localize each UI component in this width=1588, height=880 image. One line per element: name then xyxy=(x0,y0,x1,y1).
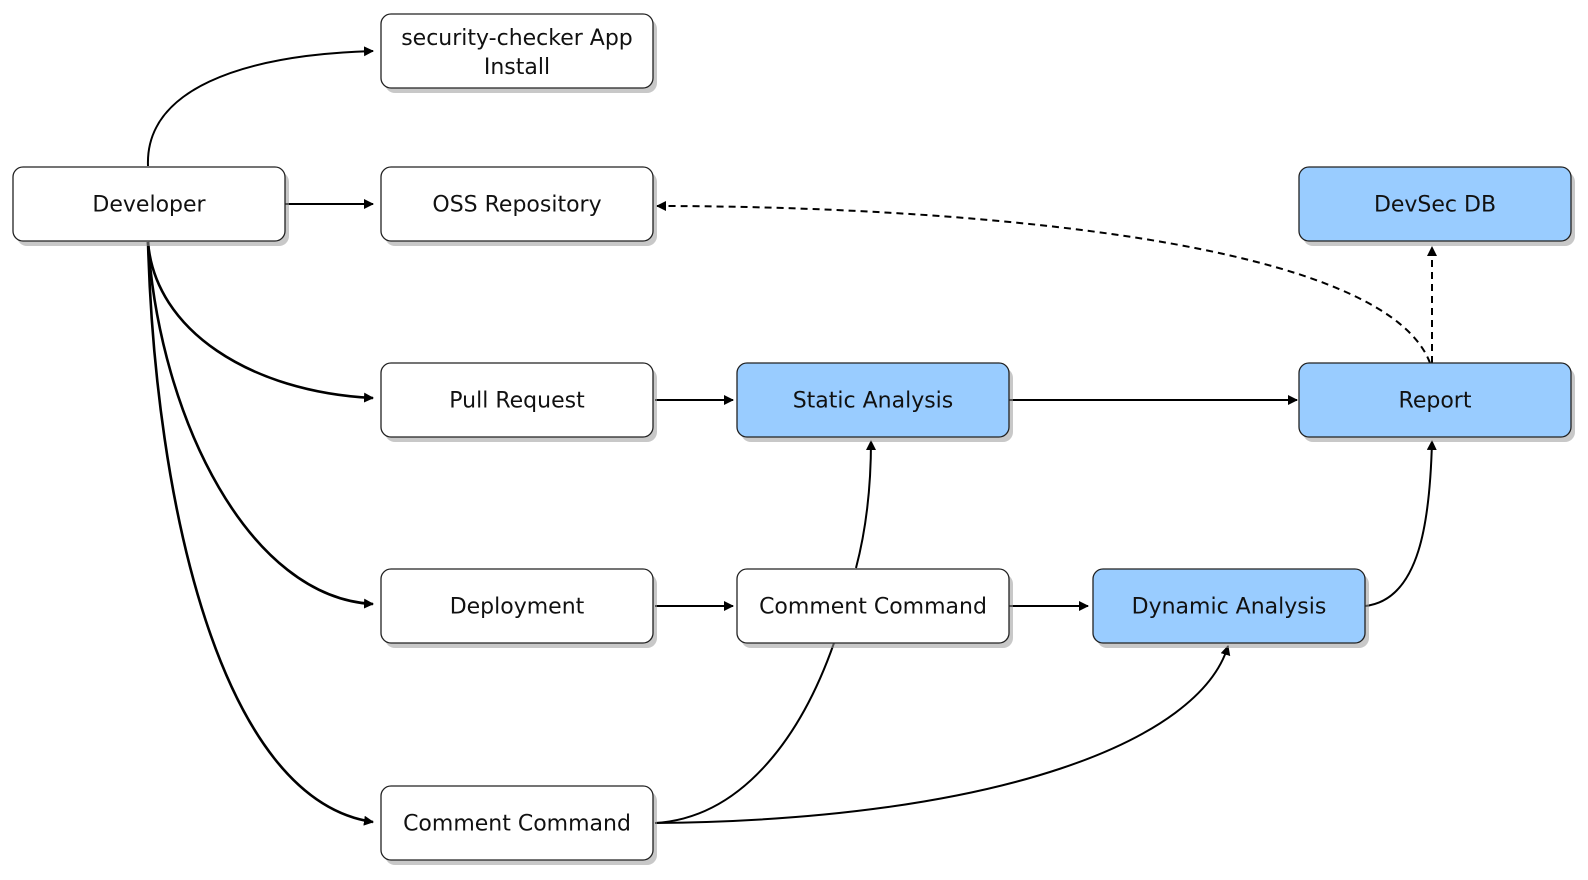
node-box xyxy=(380,166,654,242)
edge-comment-bottom-to-comment-mid xyxy=(654,642,835,824)
edges xyxy=(146,46,1437,826)
node-label: Install xyxy=(484,55,550,80)
node-deployment: Deployment xyxy=(380,568,657,648)
node-dynamic-analysis: Dynamic Analysis xyxy=(1092,568,1369,648)
node-comment-command-mid: Comment Command xyxy=(736,568,1013,648)
edge-developer-to-deployment xyxy=(146,241,374,609)
node-pull-request: Pull Request xyxy=(380,362,657,442)
node-box xyxy=(380,568,654,644)
node-label: OSS Repository xyxy=(432,193,601,218)
node-static-analysis: Static Analysis xyxy=(736,362,1013,442)
node-box xyxy=(1298,362,1572,438)
node-box xyxy=(736,568,1010,644)
edge-developer-to-comment-command-bottom xyxy=(146,241,374,826)
node-label: security-checker App xyxy=(401,26,633,51)
node-box xyxy=(380,785,654,861)
node-label: Static Analysis xyxy=(793,389,954,414)
node-label: Report xyxy=(1399,389,1472,414)
node-box xyxy=(380,362,654,438)
node-oss-repository: OSS Repository xyxy=(380,166,657,246)
node-devsec-db: DevSec DB xyxy=(1298,166,1575,246)
node-label: Developer xyxy=(92,193,206,218)
edge-report-to-oss-repository xyxy=(656,201,1431,364)
svg-text:Install: Install xyxy=(484,55,550,80)
edge-developer-to-pull-request xyxy=(146,241,374,403)
node-label: DevSec DB xyxy=(1374,193,1496,218)
node-box xyxy=(1298,166,1572,242)
node-label: Comment Command xyxy=(403,812,631,837)
edge-developer-to-install xyxy=(146,46,374,167)
node-security-checker-install: security-checker App Install xyxy=(380,13,657,93)
node-label: Deployment xyxy=(450,595,585,620)
node-box xyxy=(1092,568,1366,644)
node-label: Dynamic Analysis xyxy=(1132,595,1327,620)
node-label: Pull Request xyxy=(449,389,585,414)
node-label: Comment Command xyxy=(759,595,987,620)
node-box xyxy=(380,13,654,89)
edge-comment-command-to-static-analysis xyxy=(855,440,876,569)
edge-comment-bottom-to-dynamic-analysis xyxy=(654,645,1231,824)
edge-dynamic-analysis-to-report xyxy=(1364,440,1437,607)
node-developer: Developer xyxy=(12,166,289,246)
node-box xyxy=(736,362,1010,438)
node-comment-command-bottom: Comment Command xyxy=(380,785,657,865)
nodes: security-checker App Install Developer O… xyxy=(12,13,1575,865)
node-box xyxy=(12,166,286,242)
node-report: Report xyxy=(1298,362,1575,442)
svg-text:security-checker App: security-checker App xyxy=(401,26,633,51)
